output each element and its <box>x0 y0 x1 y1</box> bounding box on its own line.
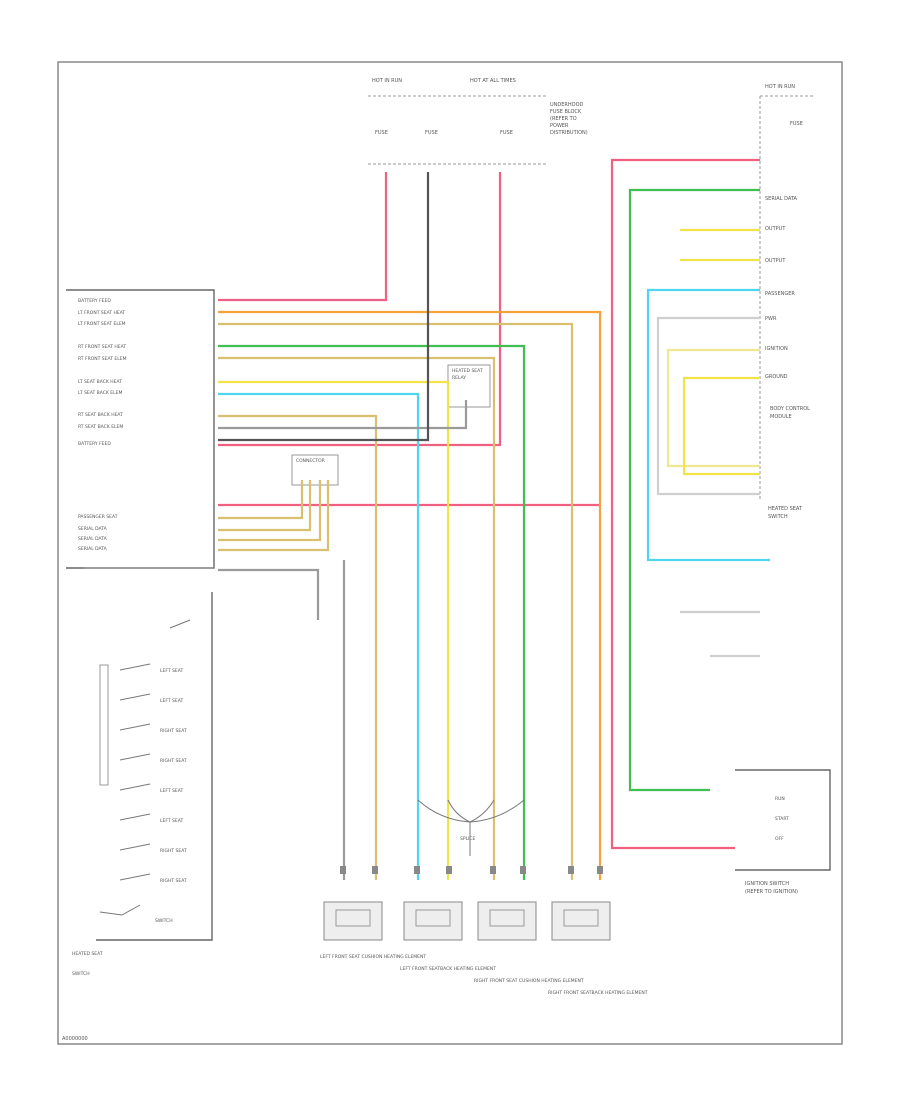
wire-tan-2 <box>218 356 496 880</box>
svg-text:POWER: POWER <box>550 123 569 129</box>
svg-text:UNDERHOOD: UNDERHOOD <box>550 102 584 108</box>
wire-tan-1 <box>218 322 574 880</box>
wire-pink-loop <box>610 158 760 850</box>
svg-text:SERIAL DATA: SERIAL DATA <box>78 526 108 532</box>
wire-yellow-4 <box>666 348 760 468</box>
wire-black-1 <box>218 172 430 442</box>
svg-text:RIGHT SEAT: RIGHT SEAT <box>160 758 187 764</box>
svg-text:FUSE BLOCK: FUSE BLOCK <box>550 109 582 115</box>
svg-text:LT FRONT SEAT ELEM: LT FRONT SEAT ELEM <box>78 321 126 327</box>
diagram-frame <box>57 61 843 1045</box>
svg-text:OUTPUT: OUTPUT <box>765 226 786 232</box>
svg-text:PASSENGER SEAT: PASSENGER SEAT <box>78 514 118 520</box>
svg-text:HOT IN RUN: HOT IN RUN <box>372 78 402 84</box>
svg-text:LEFT SEAT: LEFT SEAT <box>160 698 183 704</box>
wire-gray-2 <box>218 568 320 620</box>
svg-text:FUSE: FUSE <box>375 130 388 136</box>
svg-text:BATTERY FEED: BATTERY FEED <box>78 298 111 304</box>
wire-tan-3 <box>218 414 378 880</box>
svg-text:RIGHT SEAT: RIGHT SEAT <box>160 878 187 884</box>
svg-text:MODULE: MODULE <box>770 414 792 420</box>
footer-code: A0000000 <box>62 1036 88 1042</box>
wire-pink-feed2 <box>218 172 502 447</box>
wire-pink-battery <box>218 172 388 302</box>
svg-text:RT FRONT SEAT HEAT: RT FRONT SEAT HEAT <box>78 344 126 350</box>
svg-text:RIGHT SEAT: RIGHT SEAT <box>160 728 187 734</box>
svg-text:BODY CONTROL: BODY CONTROL <box>770 406 810 412</box>
svg-text:RT SEAT BACK HEAT: RT SEAT BACK HEAT <box>78 412 123 418</box>
wire-yellow-1 <box>218 380 450 880</box>
wire-white-1 <box>656 316 760 496</box>
svg-text:CONNECTOR: CONNECTOR <box>296 458 325 464</box>
svg-text:LEFT SEAT: LEFT SEAT <box>160 818 183 824</box>
svg-text:LT SEAT BACK HEAT: LT SEAT BACK HEAT <box>78 379 122 385</box>
right-module-block: HOT IN RUN FUSE SERIAL DATA OUTPUT OUTPU… <box>759 84 815 520</box>
svg-text:IGNITION: IGNITION <box>765 346 788 352</box>
heating-element-rf-cushion <box>477 901 537 941</box>
element-label-3: RIGHT FRONT SEAT CUSHION HEATING ELEMENT <box>474 978 584 984</box>
svg-text:SERIAL DATA: SERIAL DATA <box>78 536 108 542</box>
svg-text:PWR: PWR <box>765 316 777 322</box>
svg-text:PASSENGER: PASSENGER <box>765 291 795 297</box>
svg-text:SERIAL DATA: SERIAL DATA <box>765 196 798 202</box>
svg-text:RIGHT SEAT: RIGHT SEAT <box>160 848 187 854</box>
wire-serial-1 <box>218 480 304 520</box>
svg-text:GROUND: GROUND <box>765 374 788 380</box>
svg-text:IGNITION SWITCH: IGNITION SWITCH <box>745 881 789 887</box>
svg-text:RUN: RUN <box>775 796 785 802</box>
svg-text:LT SEAT BACK ELEM: LT SEAT BACK ELEM <box>78 390 122 396</box>
svg-text:RT FRONT SEAT ELEM: RT FRONT SEAT ELEM <box>78 356 127 362</box>
svg-text:LT FRONT SEAT HEAT: LT FRONT SEAT HEAT <box>78 310 125 316</box>
svg-text:HOT AT ALL TIMES: HOT AT ALL TIMES <box>470 78 516 84</box>
element-labels: LEFT FRONT SEAT CUSHION HEATING ELEMENT … <box>320 954 648 996</box>
svg-text:HEATED SEAT: HEATED SEAT <box>768 506 803 512</box>
svg-text:LEFT SEAT: LEFT SEAT <box>160 668 183 674</box>
svg-text:FUSE: FUSE <box>425 130 438 136</box>
svg-text:HOT IN RUN: HOT IN RUN <box>765 84 795 90</box>
wire-serial-2 <box>218 480 312 532</box>
heating-element-lf-back <box>403 901 463 941</box>
svg-text:(REFER TO: (REFER TO <box>550 116 577 122</box>
wire-yellow-5 <box>682 376 760 476</box>
element-label-2: LEFT FRONT SEATBACK HEATING ELEMENT <box>400 966 496 972</box>
svg-text:OFF: OFF <box>775 836 784 842</box>
top-fuse-block: HOT IN RUN HOT AT ALL TIMES UNDERHOOD FU… <box>368 78 588 165</box>
svg-text:HEATED SEAT: HEATED SEAT <box>452 368 483 374</box>
wire-orange-1 <box>218 310 602 880</box>
wire-serial-3 <box>218 480 322 542</box>
wire-serial-4 <box>218 480 330 552</box>
svg-text:LEFT SEAT: LEFT SEAT <box>160 788 183 794</box>
heating-element-lf-cushion <box>323 901 383 941</box>
wire-green-2 <box>628 188 760 792</box>
svg-text:SWITCH: SWITCH <box>155 918 173 924</box>
svg-text:RELAY: RELAY <box>452 375 466 381</box>
element-label-4: RIGHT FRONT SEATBACK HEATING ELEMENT <box>548 990 648 996</box>
svg-text:FUSE: FUSE <box>500 130 513 136</box>
heating-element-rf-back <box>551 901 611 941</box>
splice-junction: SPLICE <box>417 799 525 856</box>
svg-text:START: START <box>775 816 789 822</box>
svg-text:HEATED SEAT: HEATED SEAT <box>72 951 103 957</box>
svg-text:DISTRIBUTION): DISTRIBUTION) <box>550 130 588 136</box>
svg-text:SERIAL DATA: SERIAL DATA <box>78 546 108 552</box>
svg-text:FUSE: FUSE <box>790 121 803 127</box>
wire-green-1 <box>218 344 526 880</box>
ignition-switch-box: IGNITION SWITCH (REFER TO IGNITION) RUN … <box>735 769 831 895</box>
svg-text:SPLICE: SPLICE <box>460 836 476 842</box>
svg-text:OUTPUT: OUTPUT <box>765 258 786 264</box>
svg-text:BATTERY FEED: BATTERY FEED <box>78 441 111 447</box>
svg-text:(REFER TO IGNITION): (REFER TO IGNITION) <box>745 889 798 895</box>
element-label-1: LEFT FRONT SEAT CUSHION HEATING ELEMENT <box>320 954 426 960</box>
wires <box>218 158 770 880</box>
wire-cyan-1 <box>218 392 420 880</box>
wire-gray-1 <box>218 400 468 430</box>
heated-seat-control-module: BATTERY FEED LT FRONT SEAT HEAT LT FRONT… <box>66 289 215 569</box>
wire-cyan-2 <box>646 288 770 562</box>
svg-text:SWITCH: SWITCH <box>768 514 788 520</box>
svg-text:SWITCH: SWITCH <box>72 971 90 977</box>
heating-elements <box>323 866 611 941</box>
svg-text:RT SEAT BACK ELEM: RT SEAT BACK ELEM <box>78 424 123 430</box>
